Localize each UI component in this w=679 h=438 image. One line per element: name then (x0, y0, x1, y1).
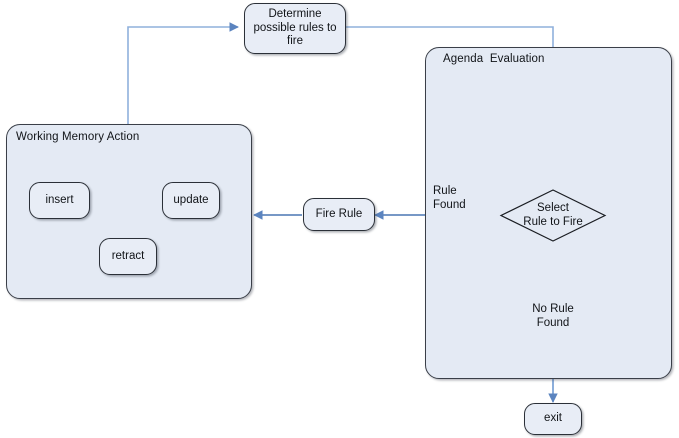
edge-label-rule-found: Rule Found (433, 185, 466, 211)
panel-agenda-evaluation-title: Agenda Evaluation (443, 53, 545, 65)
node-determine-possible-rules[interactable]: Determine possible rules to fire (244, 3, 346, 54)
edge-label-no-rule-found: No Rule Found (532, 303, 574, 329)
node-retract[interactable]: retract (99, 238, 157, 275)
node-fire-rule[interactable]: Fire Rule (303, 198, 375, 231)
node-select-rule-to-fire-label: Select Rule to Fire (523, 202, 583, 228)
node-select-rule-to-fire[interactable]: Select Rule to Fire (499, 189, 607, 242)
diamond-shape (499, 189, 607, 242)
node-insert[interactable]: insert (29, 182, 90, 219)
edge-working-memory-to-determine (127, 22, 239, 124)
panel-working-memory-action-title: Working Memory Action (16, 131, 140, 143)
node-update[interactable]: update (162, 182, 220, 219)
node-exit[interactable]: exit (524, 403, 582, 435)
